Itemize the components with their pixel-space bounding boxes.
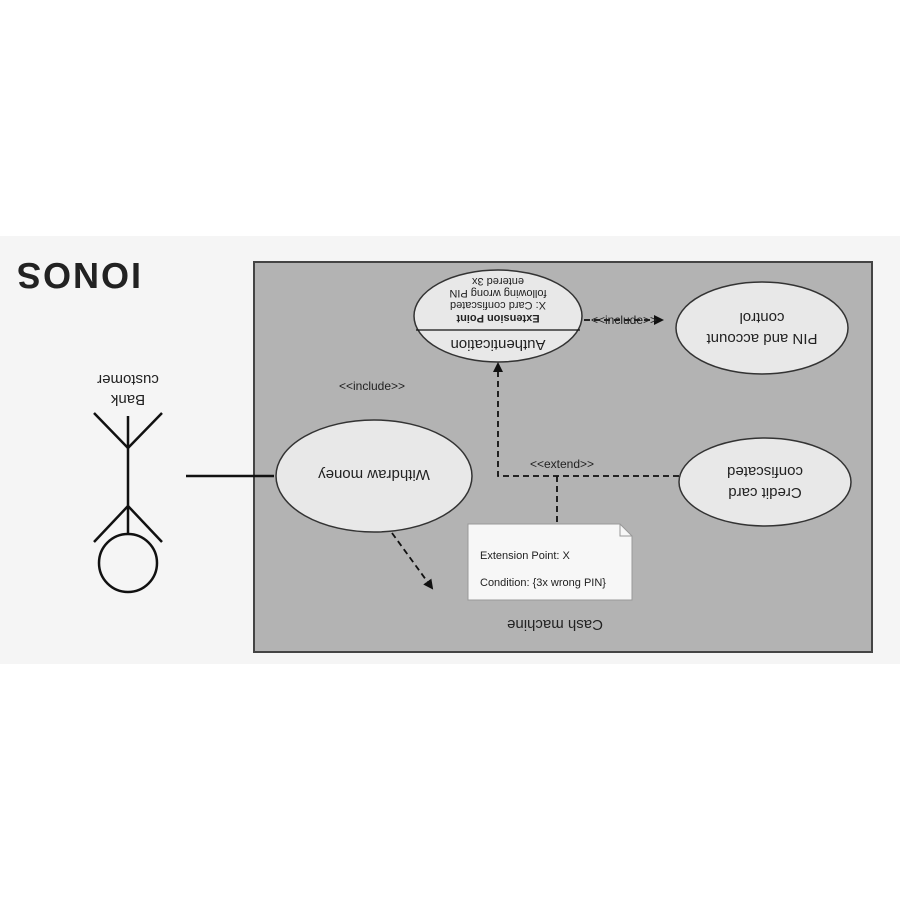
extend-arrow bbox=[493, 362, 679, 477]
extension-point-line-1: X: Card confiscated bbox=[450, 299, 546, 311]
actor-label-line2: customer bbox=[97, 371, 159, 388]
use-case-withdraw-money bbox=[275, 419, 473, 533]
pin-label-line2: control bbox=[739, 309, 784, 326]
extend-label: <<extend>> bbox=[530, 457, 594, 471]
credit-label-line2: confiscated bbox=[727, 463, 803, 480]
extension-note-fold bbox=[619, 524, 632, 537]
credit-label-line1: Credit card bbox=[728, 484, 801, 501]
include-label-2: <<include>> bbox=[591, 313, 657, 327]
actor-label-line1: Bank bbox=[110, 391, 145, 408]
system-label: Cash machine bbox=[507, 616, 603, 633]
extension-point-title: Extension Point bbox=[456, 312, 539, 324]
extension-point-line-2: following wrong PIN bbox=[449, 287, 546, 299]
use-case-credit-card-confiscated bbox=[678, 437, 852, 527]
ionos-logo: IONOS bbox=[15, 255, 141, 296]
actor-arm-right bbox=[93, 505, 129, 543]
actor-bank-customer bbox=[93, 412, 163, 594]
note-line-2: Condition: {3x wrong PIN} bbox=[480, 577, 606, 589]
authentication-label: Authentication bbox=[450, 336, 545, 353]
note-line-1: Extension Point: X bbox=[480, 550, 571, 562]
include-arrow-1 bbox=[391, 532, 434, 590]
extension-point-line-3: entered 3x bbox=[472, 275, 524, 287]
actor-leg-right bbox=[93, 412, 129, 449]
withdraw-label: Withdraw money bbox=[318, 466, 430, 483]
actor-arm-left bbox=[127, 505, 163, 543]
extension-note bbox=[467, 523, 633, 601]
pin-label-line1: PIN and account bbox=[706, 330, 818, 347]
include-label-1: <<include>> bbox=[339, 379, 405, 393]
use-case-pin-account-control bbox=[675, 281, 849, 375]
actor-leg-left bbox=[127, 412, 163, 449]
